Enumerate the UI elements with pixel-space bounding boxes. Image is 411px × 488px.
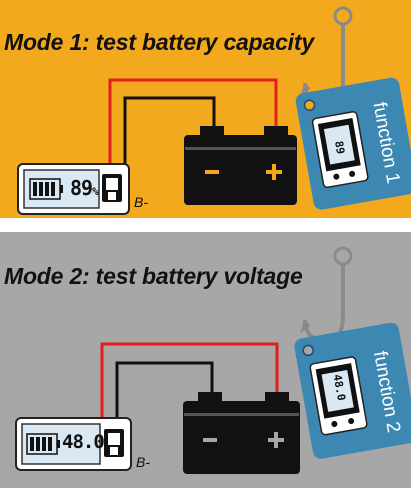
negative-wire (123, 96, 216, 170)
mode1-title: Mode 1: test battery capacity (4, 29, 314, 55)
function2-tag (294, 322, 411, 459)
mode1-illustration (0, 0, 411, 218)
mode2-illustration (0, 232, 411, 488)
mode1-reading-value: 89 (70, 176, 93, 200)
mode1-meter-reading: 89% (70, 176, 99, 200)
mode1-panel: Mode 1: test battery capacity 89% B- fun… (0, 0, 411, 218)
mode1-negative-label: B- (134, 194, 148, 210)
positive-wire (100, 342, 279, 420)
battery-level-icon (26, 433, 60, 455)
function1-tag (295, 77, 411, 210)
negative-wire (115, 361, 214, 420)
battery-icon (184, 126, 297, 205)
mode2-panel: Mode 2: test battery voltage 48.0V B- fu… (0, 232, 411, 488)
battery-icon (183, 392, 300, 474)
battery-meter (17, 163, 130, 215)
mode2-reading-unit: V (103, 431, 109, 440)
battery-level-icon (29, 178, 63, 200)
mode2-negative-label: B- (136, 454, 150, 470)
mode2-title: Mode 2: test battery voltage (4, 263, 303, 289)
mode1-tag-reading: 89 (332, 139, 348, 156)
positive-wire (108, 78, 278, 170)
mode2-reading-value: 48.0 (62, 431, 105, 453)
mode1-reading-unit: % (92, 185, 99, 198)
mode2-meter-reading: 48.0V (62, 431, 109, 453)
voltage-meter (15, 417, 132, 471)
